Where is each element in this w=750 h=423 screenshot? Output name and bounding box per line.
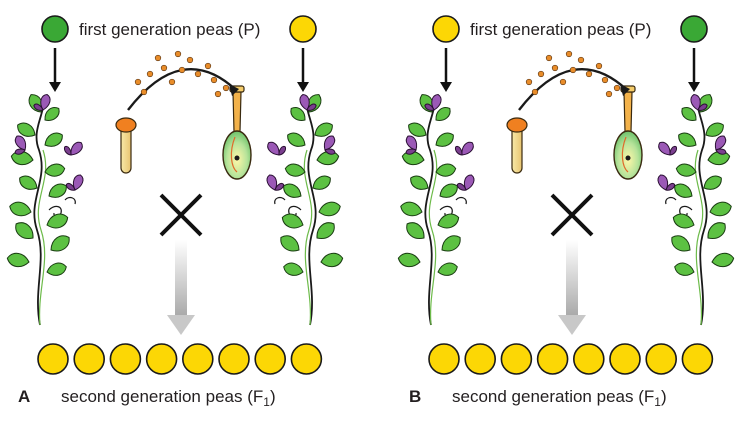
pea-icon [218,343,250,375]
pollen-arc [518,50,630,111]
pollen-grain-icon [178,66,186,74]
pea-icon [681,343,714,375]
pollen-grain-icon [595,62,603,70]
pea-plant-icon [657,94,735,326]
pea-icon [500,343,533,375]
second-generation-label-main: second generation peas (F [61,387,263,406]
first-generation-label: first generation peas (P) [79,20,260,39]
pollen-grain-icon [531,88,539,96]
pea-icon [609,343,641,375]
second-generation-label: second generation peas (F1) [61,387,276,409]
pollen-grain-icon [525,78,533,86]
pollen-grain-icon [186,56,194,64]
pea-icon [464,343,496,375]
panel-letter: A [18,387,30,406]
pollen-grain-icon [565,50,573,58]
down-arrow-icon [297,48,309,92]
pollen-grain-icon [551,64,559,72]
down-arrow-icon [49,48,61,92]
pollen-grain-icon [134,78,142,86]
pea-plant-icon [397,94,475,326]
pistil-icon [222,85,252,180]
pollen-grain-icon [194,70,202,78]
pistil-icon [613,85,643,180]
down-arrow-icon [558,240,586,335]
pea-icon [254,343,287,375]
pea-icon [645,343,678,375]
pollen-grain-icon [613,84,621,92]
pollen-grain-icon [174,50,182,58]
pollen-grain-icon [210,76,218,84]
pollen-grain-icon [204,62,212,70]
pollen-grain-icon [154,54,162,62]
pollen-grain-icon [601,76,609,84]
pea-icon [290,343,323,375]
pea-icon [428,343,460,375]
pollen-grain-icon [222,84,230,92]
down-arrow-icon [688,48,700,92]
pollen-grain-icon [146,70,154,78]
pea-icon [41,15,69,43]
pollen-grain-icon [168,78,176,86]
pea-icon [109,343,142,375]
pollen-grain-icon [545,54,553,62]
pea-icon [573,343,605,375]
second-generation-label-close: ) [270,387,276,406]
pea-icon [536,343,569,375]
down-arrow-icon [167,240,195,335]
pollen-grain-icon [605,90,613,98]
pea-icon [432,15,460,43]
cross-icon [159,193,203,237]
panel-letter: B [409,387,421,406]
pollen-grain-icon [160,64,168,72]
pea-icon [145,343,178,375]
pea-plant-icon [6,94,84,326]
pollen-grain-icon [537,70,545,78]
second-generation-label-subscript: 1 [263,395,270,409]
pollen-grain-icon [214,90,222,98]
second-generation-label-subscript: 1 [654,395,661,409]
pea-icon [37,343,69,375]
cross-icon [550,193,594,237]
pea-icon [289,15,317,43]
pollen-grain-icon [585,70,593,78]
stamen-icon [506,117,528,174]
second-generation-label-close: ) [661,387,667,406]
pea-icon [680,15,708,43]
pollen-grain-icon [140,88,148,96]
pollen-grain-icon [569,66,577,74]
pollen-grain-icon [559,78,567,86]
first-generation-label: first generation peas (P) [470,20,651,39]
second-generation-label: second generation peas (F1) [452,387,667,409]
stamen-icon [115,117,137,174]
pea-plant-icon [266,94,344,326]
pea-icon [73,343,105,375]
second-generation-label-main: second generation peas (F [452,387,654,406]
pea-icon [182,343,214,375]
pollen-arc [127,50,239,111]
down-arrow-icon [440,48,452,92]
pollen-grain-icon [577,56,585,64]
